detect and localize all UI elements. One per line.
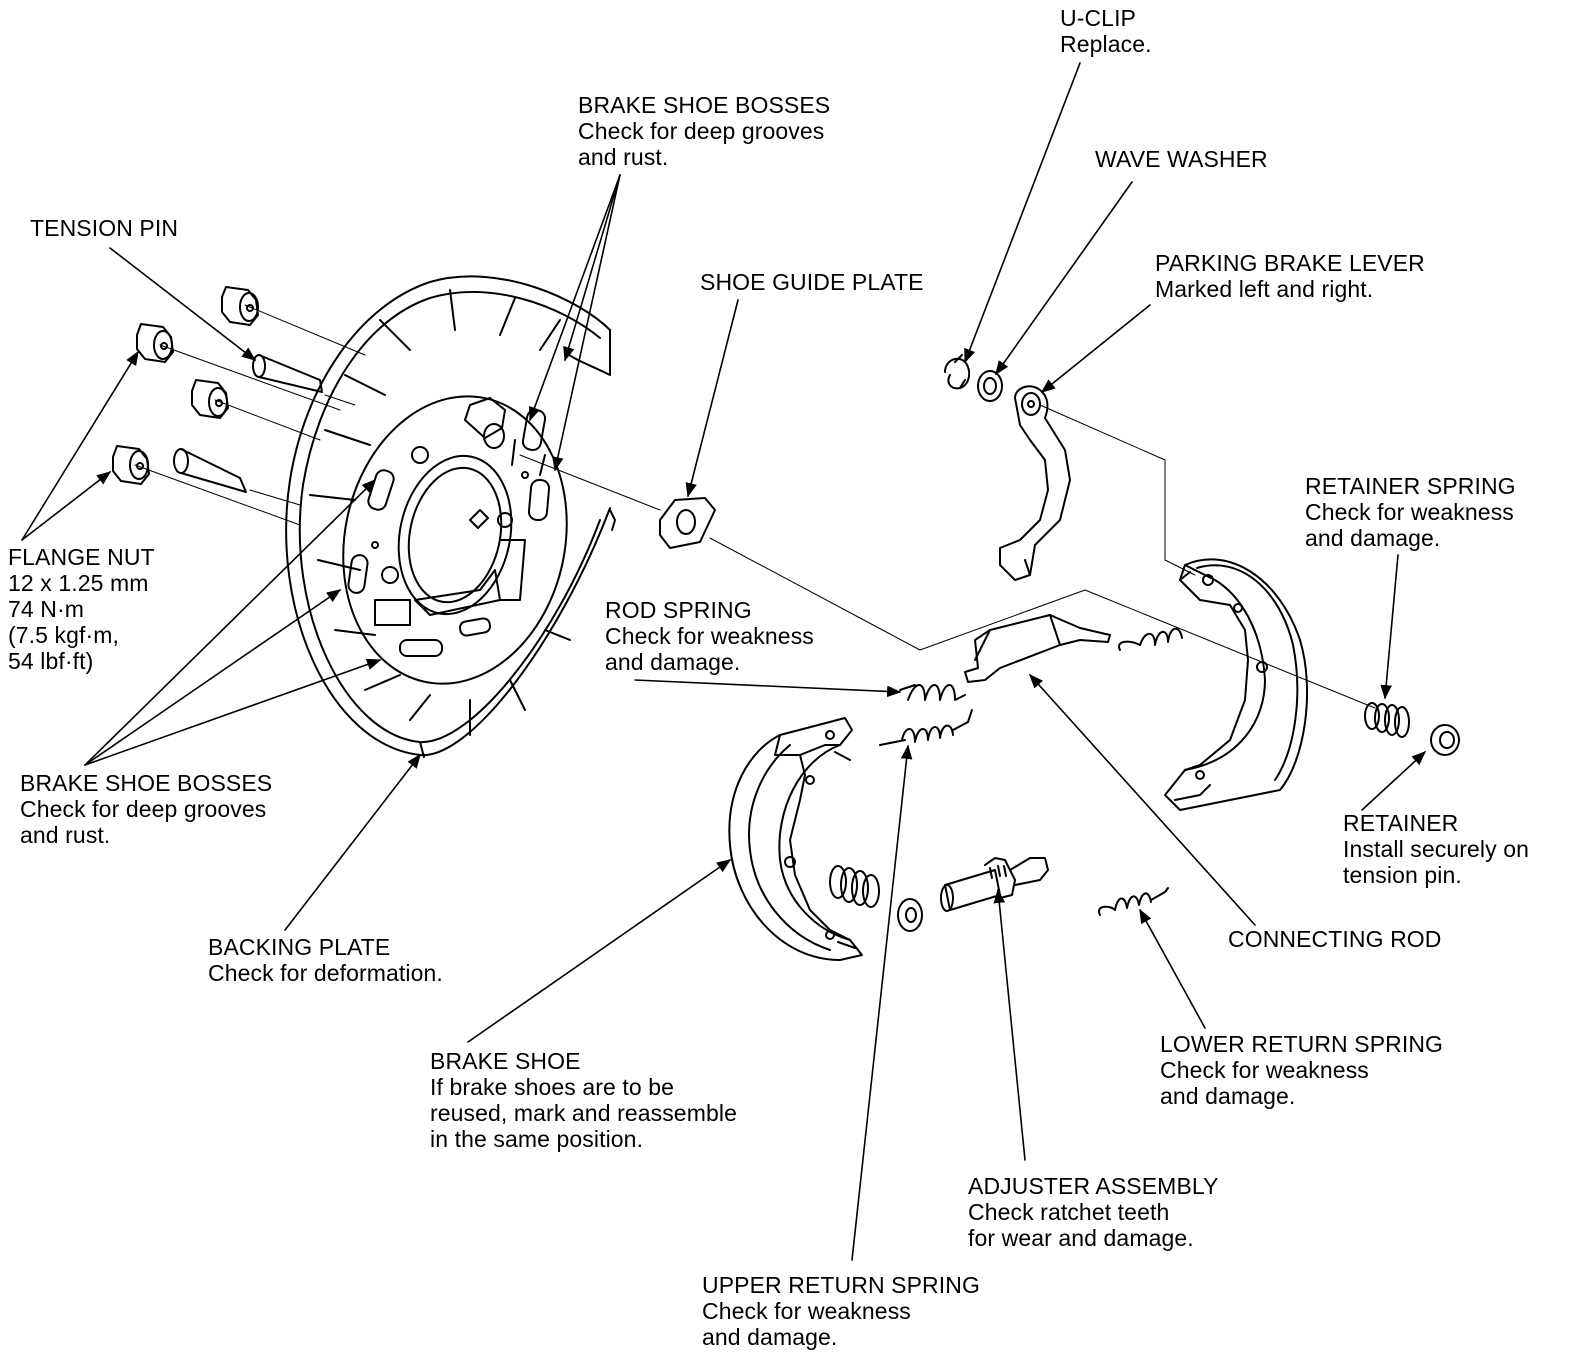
label-brake-shoe-bosses-top: BRAKE SHOE BOSSES Check for deep grooves… bbox=[578, 92, 830, 170]
label-title: FLANGE NUT bbox=[8, 544, 155, 570]
connecting-rod bbox=[964, 614, 1111, 683]
label-title: BACKING PLATE bbox=[208, 934, 391, 960]
label-parking-brake-lever: PARKING BRAKE LEVER Marked left and righ… bbox=[1155, 250, 1425, 302]
tension-pin bbox=[252, 354, 323, 393]
tension-pin bbox=[173, 448, 247, 493]
label-adjuster-assembly: ADJUSTER ASSEMBLY Check ratchet teeth fo… bbox=[968, 1173, 1219, 1251]
adjuster-assembly bbox=[940, 857, 1049, 912]
leader-lines bbox=[21, 62, 1427, 1261]
retainer-spring bbox=[1364, 702, 1410, 738]
label-upper-return-spring: UPPER RETURN SPRING Check for weakness a… bbox=[702, 1272, 980, 1350]
label-note: Check for deep grooves bbox=[20, 796, 267, 822]
label-title: BRAKE SHOE BOSSES bbox=[20, 770, 273, 796]
flange-nut bbox=[191, 379, 229, 419]
label-title: PARKING BRAKE LEVER bbox=[1155, 250, 1425, 276]
retainer-spring-lower bbox=[829, 865, 880, 908]
label-title: UPPER RETURN SPRING bbox=[702, 1272, 980, 1298]
label-spec: (7.5 kgf·m, bbox=[8, 622, 120, 648]
retainer-lower bbox=[897, 898, 923, 932]
label-note: and damage. bbox=[605, 649, 741, 675]
wave-washer bbox=[977, 370, 1003, 402]
label-lower-return-spring: LOWER RETURN SPRING Check for weakness a… bbox=[1160, 1031, 1443, 1109]
retainer-spring-upper bbox=[1118, 627, 1183, 651]
label-note: Check for weakness bbox=[702, 1298, 911, 1324]
brake-shoe-left bbox=[728, 717, 863, 961]
label-note: Check ratchet teeth bbox=[968, 1199, 1170, 1225]
label-note: Check for deep grooves bbox=[578, 118, 825, 144]
parking-brake-lever bbox=[999, 385, 1071, 581]
label-connecting-rod: CONNECTING ROD bbox=[1228, 926, 1442, 952]
label-title: ROD SPRING bbox=[605, 597, 752, 623]
label-spec: 54 lbf·ft) bbox=[8, 648, 94, 674]
label-title: LOWER RETURN SPRING bbox=[1160, 1031, 1444, 1057]
label-shoe-guide-plate: SHOE GUIDE PLATE bbox=[700, 269, 924, 295]
label-note: Check for weakness bbox=[605, 623, 814, 649]
label-title: RETAINER bbox=[1343, 810, 1459, 836]
label-flange-nut: FLANGE NUT 12 x 1.25 mm 74 N·m (7.5 kgf·… bbox=[8, 544, 155, 674]
label-note: and rust. bbox=[20, 822, 111, 848]
label-note: Check for deformation. bbox=[208, 960, 443, 986]
flange-nut bbox=[136, 323, 174, 363]
label-title: U-CLIP bbox=[1060, 5, 1137, 31]
flange-nut bbox=[112, 445, 150, 485]
label-title: SHOE GUIDE PLATE bbox=[700, 269, 924, 295]
retainer bbox=[1430, 724, 1460, 756]
label-title: BRAKE SHOE BOSSES bbox=[578, 92, 831, 118]
label-brake-shoe-bosses-bottom: BRAKE SHOE BOSSES Check for deep grooves… bbox=[20, 770, 272, 848]
label-title: BRAKE SHOE bbox=[430, 1048, 581, 1074]
label-brake-shoe: BRAKE SHOE If brake shoes are to be reus… bbox=[430, 1048, 737, 1152]
label-title: RETAINER SPRING bbox=[1305, 473, 1516, 499]
shoe-guide-plate bbox=[659, 497, 716, 549]
rod-spring bbox=[899, 684, 966, 701]
lower-return-spring bbox=[1098, 887, 1169, 916]
label-note: Replace. bbox=[1060, 31, 1152, 57]
label-note: Install securely on bbox=[1343, 836, 1529, 862]
label-note: in the same position. bbox=[430, 1126, 644, 1152]
label-note: Check for weakness bbox=[1160, 1057, 1369, 1083]
label-spec: 12 x 1.25 mm bbox=[8, 570, 149, 596]
label-note: and damage. bbox=[702, 1324, 838, 1350]
label-note: Marked left and right. bbox=[1155, 276, 1374, 302]
label-note: reused, mark and reassemble bbox=[430, 1100, 737, 1126]
label-u-clip: U-CLIP Replace. bbox=[1060, 5, 1152, 57]
label-note: for wear and damage. bbox=[968, 1225, 1194, 1251]
brake-shoe-right bbox=[1164, 558, 1309, 811]
label-note: and damage. bbox=[1160, 1083, 1296, 1109]
label-note: and damage. bbox=[1305, 525, 1441, 551]
label-note: If brake shoes are to be bbox=[430, 1074, 675, 1100]
label-note: tension pin. bbox=[1343, 862, 1462, 888]
label-note: Check for weakness bbox=[1305, 499, 1514, 525]
label-title: WAVE WASHER bbox=[1095, 146, 1268, 172]
upper-return-spring bbox=[879, 709, 973, 746]
flange-nut bbox=[221, 286, 259, 326]
label-title: CONNECTING ROD bbox=[1228, 926, 1442, 952]
label-title: TENSION PIN bbox=[30, 215, 179, 241]
backing-plate bbox=[285, 275, 616, 758]
label-retainer: RETAINER Install securely on tension pin… bbox=[1343, 810, 1529, 888]
u-clip bbox=[944, 354, 971, 390]
label-spec: 74 N·m bbox=[8, 596, 85, 622]
label-tension-pin: TENSION PIN bbox=[30, 215, 178, 241]
label-note: and rust. bbox=[578, 144, 669, 170]
label-backing-plate: BACKING PLATE Check for deformation. bbox=[208, 934, 443, 986]
label-wave-washer: WAVE WASHER bbox=[1095, 146, 1268, 172]
label-retainer-spring: RETAINER SPRING Check for weakness and d… bbox=[1305, 473, 1516, 551]
label-rod-spring: ROD SPRING Check for weakness and damage… bbox=[605, 597, 814, 675]
label-title: ADJUSTER ASSEMBLY bbox=[968, 1173, 1219, 1199]
